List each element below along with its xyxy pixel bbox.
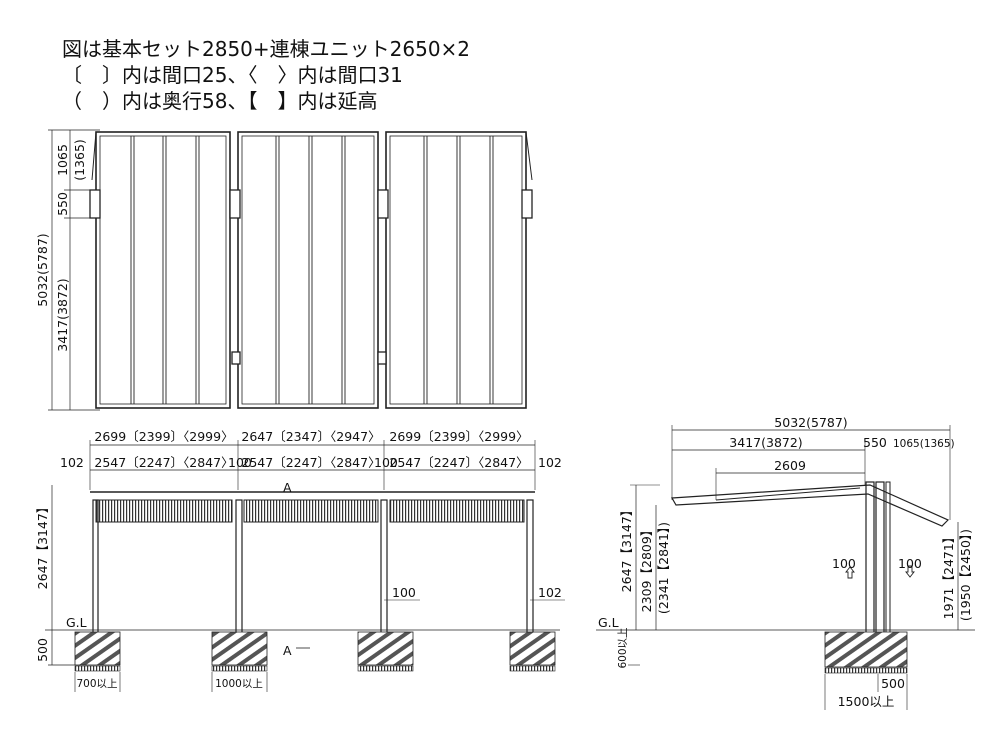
note-line-2: 〔 〕内は間口25、〈 〉内は間口31: [62, 63, 403, 87]
front-overhang-left: 102: [60, 455, 84, 470]
front-elevation: [45, 440, 565, 692]
note-line-3: （ ）内は奥行58、【 】内は延高: [62, 89, 378, 113]
side-total: 5032(5787): [774, 415, 847, 430]
side-height-rear-alt: (2341【2841】): [656, 522, 671, 614]
front-span-2: 2647〔2347〕〈2947〉: [241, 429, 380, 444]
side-footing-depth: 600以上: [617, 627, 629, 668]
front-inner-3: 2547〔2247〕〈2847〉: [389, 455, 528, 470]
front-inner-2: 2547〔2247〕〈2847〉: [241, 455, 380, 470]
front-inner-1: 2547〔2247〕〈2847〉: [94, 455, 233, 470]
side-ground-line: G.L: [598, 615, 619, 630]
plan-depth-rear: 3417(3872): [55, 278, 70, 351]
front-footing-width-2: 1000以上: [215, 678, 263, 690]
plan-depth-total: 5032(5787): [35, 233, 50, 306]
front-overhang-right: 102: [538, 455, 562, 470]
side-beam: 2609: [774, 458, 806, 473]
side-footing-width: 500: [881, 676, 905, 691]
side-height-total: 2647【3147】: [619, 504, 634, 593]
note-line-1: 図は基本セット2850+連棟ユニット2650×2: [62, 37, 471, 61]
side-elevation: [596, 425, 975, 710]
side-post-left: 100: [832, 556, 856, 571]
side-height-rear: 2309【2809】: [639, 524, 654, 613]
plan-depth-front: 1065: [55, 144, 70, 176]
side-height-front: 1971【2471】: [941, 531, 956, 620]
front-post-gap-1: 100: [228, 455, 252, 470]
front-post-gap-2: 100: [374, 455, 398, 470]
side-height-front-alt: (1950【2450】): [958, 529, 973, 621]
side-mid: 550: [863, 435, 887, 450]
front-span-3: 2699〔2399〕〈2999〉: [389, 429, 528, 444]
front-right-offset: 102: [538, 585, 562, 600]
section-mark-bottom: A: [283, 643, 292, 658]
plan-depth-mid: 550: [55, 192, 70, 216]
front-ground-line: G.L: [66, 615, 87, 630]
side-rear: 3417(3872): [729, 435, 802, 450]
front-post-width: 100: [392, 585, 416, 600]
section-mark-top: A: [283, 480, 292, 495]
front-footing-width-1: 700以上: [76, 678, 117, 690]
side-post-right: 100: [898, 556, 922, 571]
drawing-notes: 図は基本セット2850+連棟ユニット2650×2 〔 〕内は間口25、〈 〉内は…: [62, 36, 470, 114]
front-height: 2647【3147】: [35, 501, 50, 590]
side-front: 1065(1365): [893, 438, 955, 450]
plan-depth-front-alt: (1365): [72, 139, 87, 181]
side-footing-total: 1500以上: [838, 694, 895, 709]
front-span-1: 2699〔2399〕〈2999〉: [94, 429, 233, 444]
front-footing-depth: 500: [35, 638, 50, 662]
plan-view: [48, 129, 533, 411]
